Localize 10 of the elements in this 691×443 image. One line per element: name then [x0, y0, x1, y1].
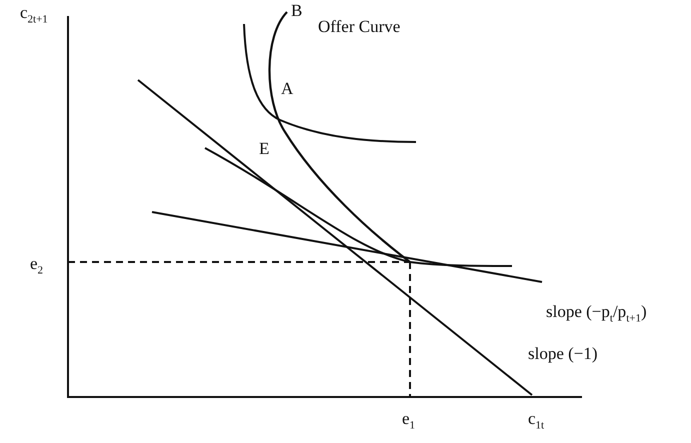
- curve-label: Offer Curve: [318, 18, 400, 35]
- axis-label: c$_{2t+1}$: [20, 4, 48, 26]
- slope-label: slope (−p$_{t}$/p$_{t+1}$): [546, 303, 647, 324]
- axis-label: e$_{2}$: [30, 255, 44, 276]
- axis-label: c$_{1t}$: [528, 410, 544, 432]
- axis-label: e$_{1}$: [402, 410, 416, 432]
- point-label: B: [291, 2, 302, 19]
- point-label: A: [281, 80, 294, 97]
- slope-label: slope (−1): [528, 345, 598, 362]
- point-label: E: [259, 140, 270, 157]
